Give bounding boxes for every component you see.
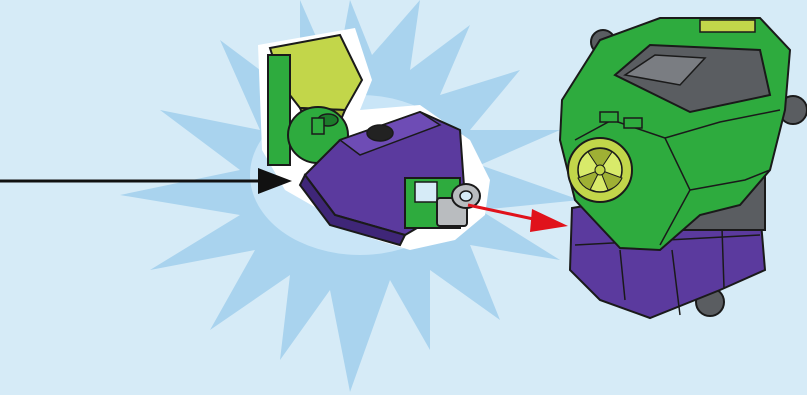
main-assembly xyxy=(558,17,807,320)
incoming-arrow-icon xyxy=(0,168,292,194)
dark-stud xyxy=(366,124,394,142)
gray-clip xyxy=(436,183,481,227)
lime-top-tile xyxy=(699,19,756,33)
green-upright xyxy=(267,54,291,166)
connect-arrow-icon xyxy=(467,203,568,232)
highlighted-subassembly xyxy=(267,33,481,247)
lime-disc xyxy=(567,137,633,203)
